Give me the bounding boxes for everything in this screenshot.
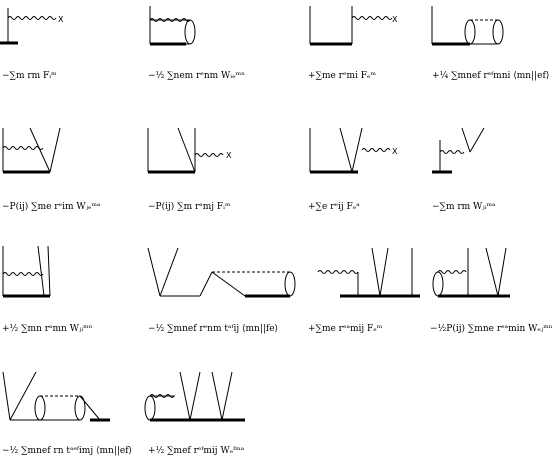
diagram-11 — [317, 247, 420, 298]
expression-label: −½ ∑mnef rᵉnm tᵃᶠij ⟨mn||fe⟩ — [148, 324, 279, 334]
expression-label: −½ ∑nem rᵉnm Wᵢₑᵐⁿ — [148, 71, 246, 81]
diagram-9 — [2, 245, 51, 298]
expression-label: −∑m rm Fᵢᵐ — [2, 71, 57, 81]
diagram-6: X — [147, 127, 232, 174]
diagram-14 — [144, 371, 245, 422]
diagram-13 — [2, 371, 110, 422]
expression-label: +½ ∑mef rᵉᶠmij Wₑᶠᵐᵃ — [148, 446, 245, 456]
diagram-8 — [432, 127, 485, 174]
x-marker: X — [58, 15, 64, 24]
expression-label: +∑me rᵉᵃmij Fₑᵐ — [308, 324, 383, 334]
x-marker: X — [392, 15, 398, 24]
expression-label: −½ ∑mnef rn tᵃᵉᶠimj ⟨mn||ef⟩ — [2, 446, 133, 456]
diagram-12 — [432, 247, 510, 298]
diagram-2 — [149, 6, 196, 46]
expression-label: +½ ∑mn rᵃmn Wⱼᵢᵐⁿ — [2, 324, 93, 334]
expression-label: +∑e rᵉij Fₑᵃ — [308, 202, 360, 212]
diagram-7: X — [309, 127, 398, 174]
x-marker: X — [392, 147, 398, 156]
expression-label: −P(ij) ∑me rᵉim Wⱼₑᵐᵃ — [2, 202, 101, 212]
expression-label: +¼ ∑mnef rᵉᶠmni ⟨mn||ef⟩ — [432, 71, 550, 81]
expression-label: −½P(ij) ∑mne rᵉᵃmin Wₑⱼᵐⁿ — [430, 324, 553, 334]
diagram-1: X — [0, 8, 64, 45]
expression-label: −∑m rm Wⱼᵢᵐᵃ — [432, 202, 496, 212]
diagram-3: X — [309, 6, 398, 46]
expression-label: −P(ij) ∑m rᵃmj Fᵢᵐ — [148, 202, 231, 212]
diagram-4 — [431, 6, 504, 46]
expression-label: +∑me rᵉmi Fₑᵐ — [308, 71, 376, 81]
diagram-10 — [147, 247, 296, 298]
x-marker: X — [226, 151, 232, 160]
diagram-5 — [2, 127, 61, 174]
